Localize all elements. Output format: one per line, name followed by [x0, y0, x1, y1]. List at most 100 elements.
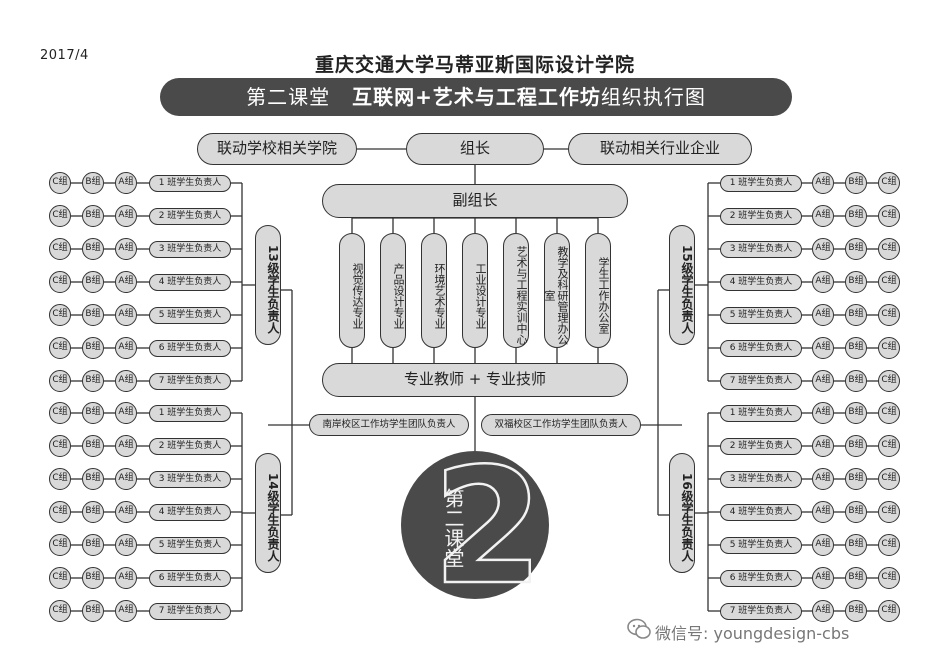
- grade-15-box: 15级学生负责人: [669, 225, 695, 345]
- right-group-a-5: A组: [812, 337, 834, 359]
- wechat-icon: [627, 618, 651, 639]
- dept-student-affairs: 学生工作办公室: [585, 233, 611, 348]
- left-group-a-5: A组: [115, 337, 137, 359]
- left-group-c-6: C组: [49, 370, 71, 392]
- right-class-head-9: 3 班学生负责人: [720, 470, 802, 488]
- badge-numeral: 2: [432, 433, 543, 620]
- left-group-b-9: B组: [82, 468, 104, 490]
- banner-part-3: 组织执行图: [600, 85, 706, 109]
- right-class-head-0: 1 班学生负责人: [720, 174, 802, 192]
- left-group-b-8: B组: [82, 435, 104, 457]
- left-group-a-13: A组: [115, 600, 137, 622]
- school-title: 重庆交通大学马蒂亚斯国际设计学院: [314, 54, 635, 76]
- left-group-b-10: B组: [82, 501, 104, 523]
- grade-13-box: 13级学生负责人: [255, 225, 281, 345]
- left-class-head-11: 5 班学生负责人: [149, 536, 231, 554]
- left-group-b-11: B组: [82, 534, 104, 556]
- left-group-a-4: A组: [115, 304, 137, 326]
- right-group-b-13: B组: [845, 600, 867, 622]
- right-group-c-4: C组: [878, 304, 900, 326]
- right-group-a-2: A组: [812, 238, 834, 260]
- left-group-a-6: A组: [115, 370, 137, 392]
- right-group-a-12: A组: [812, 567, 834, 589]
- left-group-b-4: B组: [82, 304, 104, 326]
- left-class-head-7: 1 班学生负责人: [149, 404, 231, 422]
- right-class-head-4: 5 班学生负责人: [720, 306, 802, 324]
- left-group-b-6: B组: [82, 370, 104, 392]
- left-group-a-9: A组: [115, 468, 137, 490]
- right-class-head-10: 4 班学生负责人: [720, 503, 802, 521]
- left-group-a-8: A组: [115, 435, 137, 457]
- nanan-team-box: 南岸校区工作坊学生团队负责人: [309, 414, 469, 436]
- right-class-head-7: 1 班学生负责人: [720, 404, 802, 422]
- left-group-a-3: A组: [115, 271, 137, 293]
- left-group-c-3: C组: [49, 271, 71, 293]
- right-group-a-6: A组: [812, 370, 834, 392]
- right-group-c-11: C组: [878, 534, 900, 556]
- linked-industry-box: 联动相关行业企业: [568, 133, 752, 165]
- right-group-b-4: B组: [845, 304, 867, 326]
- badge-circle: [401, 451, 549, 599]
- left-group-c-13: C组: [49, 600, 71, 622]
- left-group-a-2: A组: [115, 238, 137, 260]
- banner-part-2: 互联网+艺术与工程工作坊: [352, 85, 601, 109]
- right-group-a-1: A组: [812, 205, 834, 227]
- right-class-head-1: 2 班学生负责人: [720, 207, 802, 225]
- left-group-c-12: C组: [49, 567, 71, 589]
- left-class-head-2: 3 班学生负责人: [149, 240, 231, 258]
- right-group-c-1: C组: [878, 205, 900, 227]
- left-class-head-3: 4 班学生负责人: [149, 273, 231, 291]
- right-group-b-1: B组: [845, 205, 867, 227]
- left-group-a-10: A组: [115, 501, 137, 523]
- right-group-b-12: B组: [845, 567, 867, 589]
- teachers-box: 专业教师 + 专业技师: [322, 363, 628, 397]
- grade-14-box: 14级学生负责人: [255, 453, 281, 573]
- right-group-a-9: A组: [812, 468, 834, 490]
- dept-product-design: 产品设计专业: [380, 233, 406, 348]
- left-group-c-2: C组: [49, 238, 71, 260]
- left-class-head-10: 4 班学生负责人: [149, 503, 231, 521]
- left-group-a-1: A组: [115, 205, 137, 227]
- dept-industrial-design: 工业设计专业: [462, 233, 488, 348]
- grade-16-box: 16级学生负责人: [669, 453, 695, 573]
- right-group-c-9: C组: [878, 468, 900, 490]
- left-group-c-8: C组: [49, 435, 71, 457]
- right-group-c-10: C组: [878, 501, 900, 523]
- right-group-b-3: B组: [845, 271, 867, 293]
- banner-part-1: 第二课堂: [246, 85, 331, 109]
- right-group-c-8: C组: [878, 435, 900, 457]
- left-class-head-5: 6 班学生负责人: [149, 339, 231, 357]
- left-group-b-3: B组: [82, 271, 104, 293]
- left-group-b-13: B组: [82, 600, 104, 622]
- right-group-a-11: A组: [812, 534, 834, 556]
- left-group-b-2: B组: [82, 238, 104, 260]
- right-group-a-7: A组: [812, 402, 834, 424]
- chart-title-banner: 第二课堂 互联网+艺术与工程工作坊组织执行图: [160, 78, 792, 116]
- right-class-head-5: 6 班学生负责人: [720, 339, 802, 357]
- right-group-b-2: B组: [845, 238, 867, 260]
- right-group-a-4: A组: [812, 304, 834, 326]
- left-class-head-1: 2 班学生负责人: [149, 207, 231, 225]
- right-group-b-9: B组: [845, 468, 867, 490]
- right-group-a-8: A组: [812, 435, 834, 457]
- group-leader-box: 组长: [406, 133, 544, 165]
- right-group-b-10: B组: [845, 501, 867, 523]
- linked-colleges-box: 联动学校相关学院: [197, 133, 357, 165]
- dept-teaching-office: 教学及科研管理办公室: [543, 233, 570, 348]
- left-group-a-0: A组: [115, 172, 137, 194]
- wechat-watermark: 微信号: youngdesign-cbs: [655, 624, 850, 643]
- left-group-b-0: B组: [82, 172, 104, 194]
- left-group-c-1: C组: [49, 205, 71, 227]
- left-group-c-0: C组: [49, 172, 71, 194]
- right-group-c-12: C组: [878, 567, 900, 589]
- dept-visual-communication: 视觉传达专业: [339, 233, 365, 348]
- left-group-a-11: A组: [115, 534, 137, 556]
- right-class-head-11: 5 班学生负责人: [720, 536, 802, 554]
- left-group-c-11: C组: [49, 534, 71, 556]
- left-class-head-8: 2 班学生负责人: [149, 437, 231, 455]
- left-class-head-0: 1 班学生负责人: [149, 174, 231, 192]
- left-group-c-4: C组: [49, 304, 71, 326]
- right-class-head-13: 7 班学生负责人: [720, 602, 802, 620]
- right-group-c-13: C组: [878, 600, 900, 622]
- vice-leader-box: 副组长: [322, 184, 628, 218]
